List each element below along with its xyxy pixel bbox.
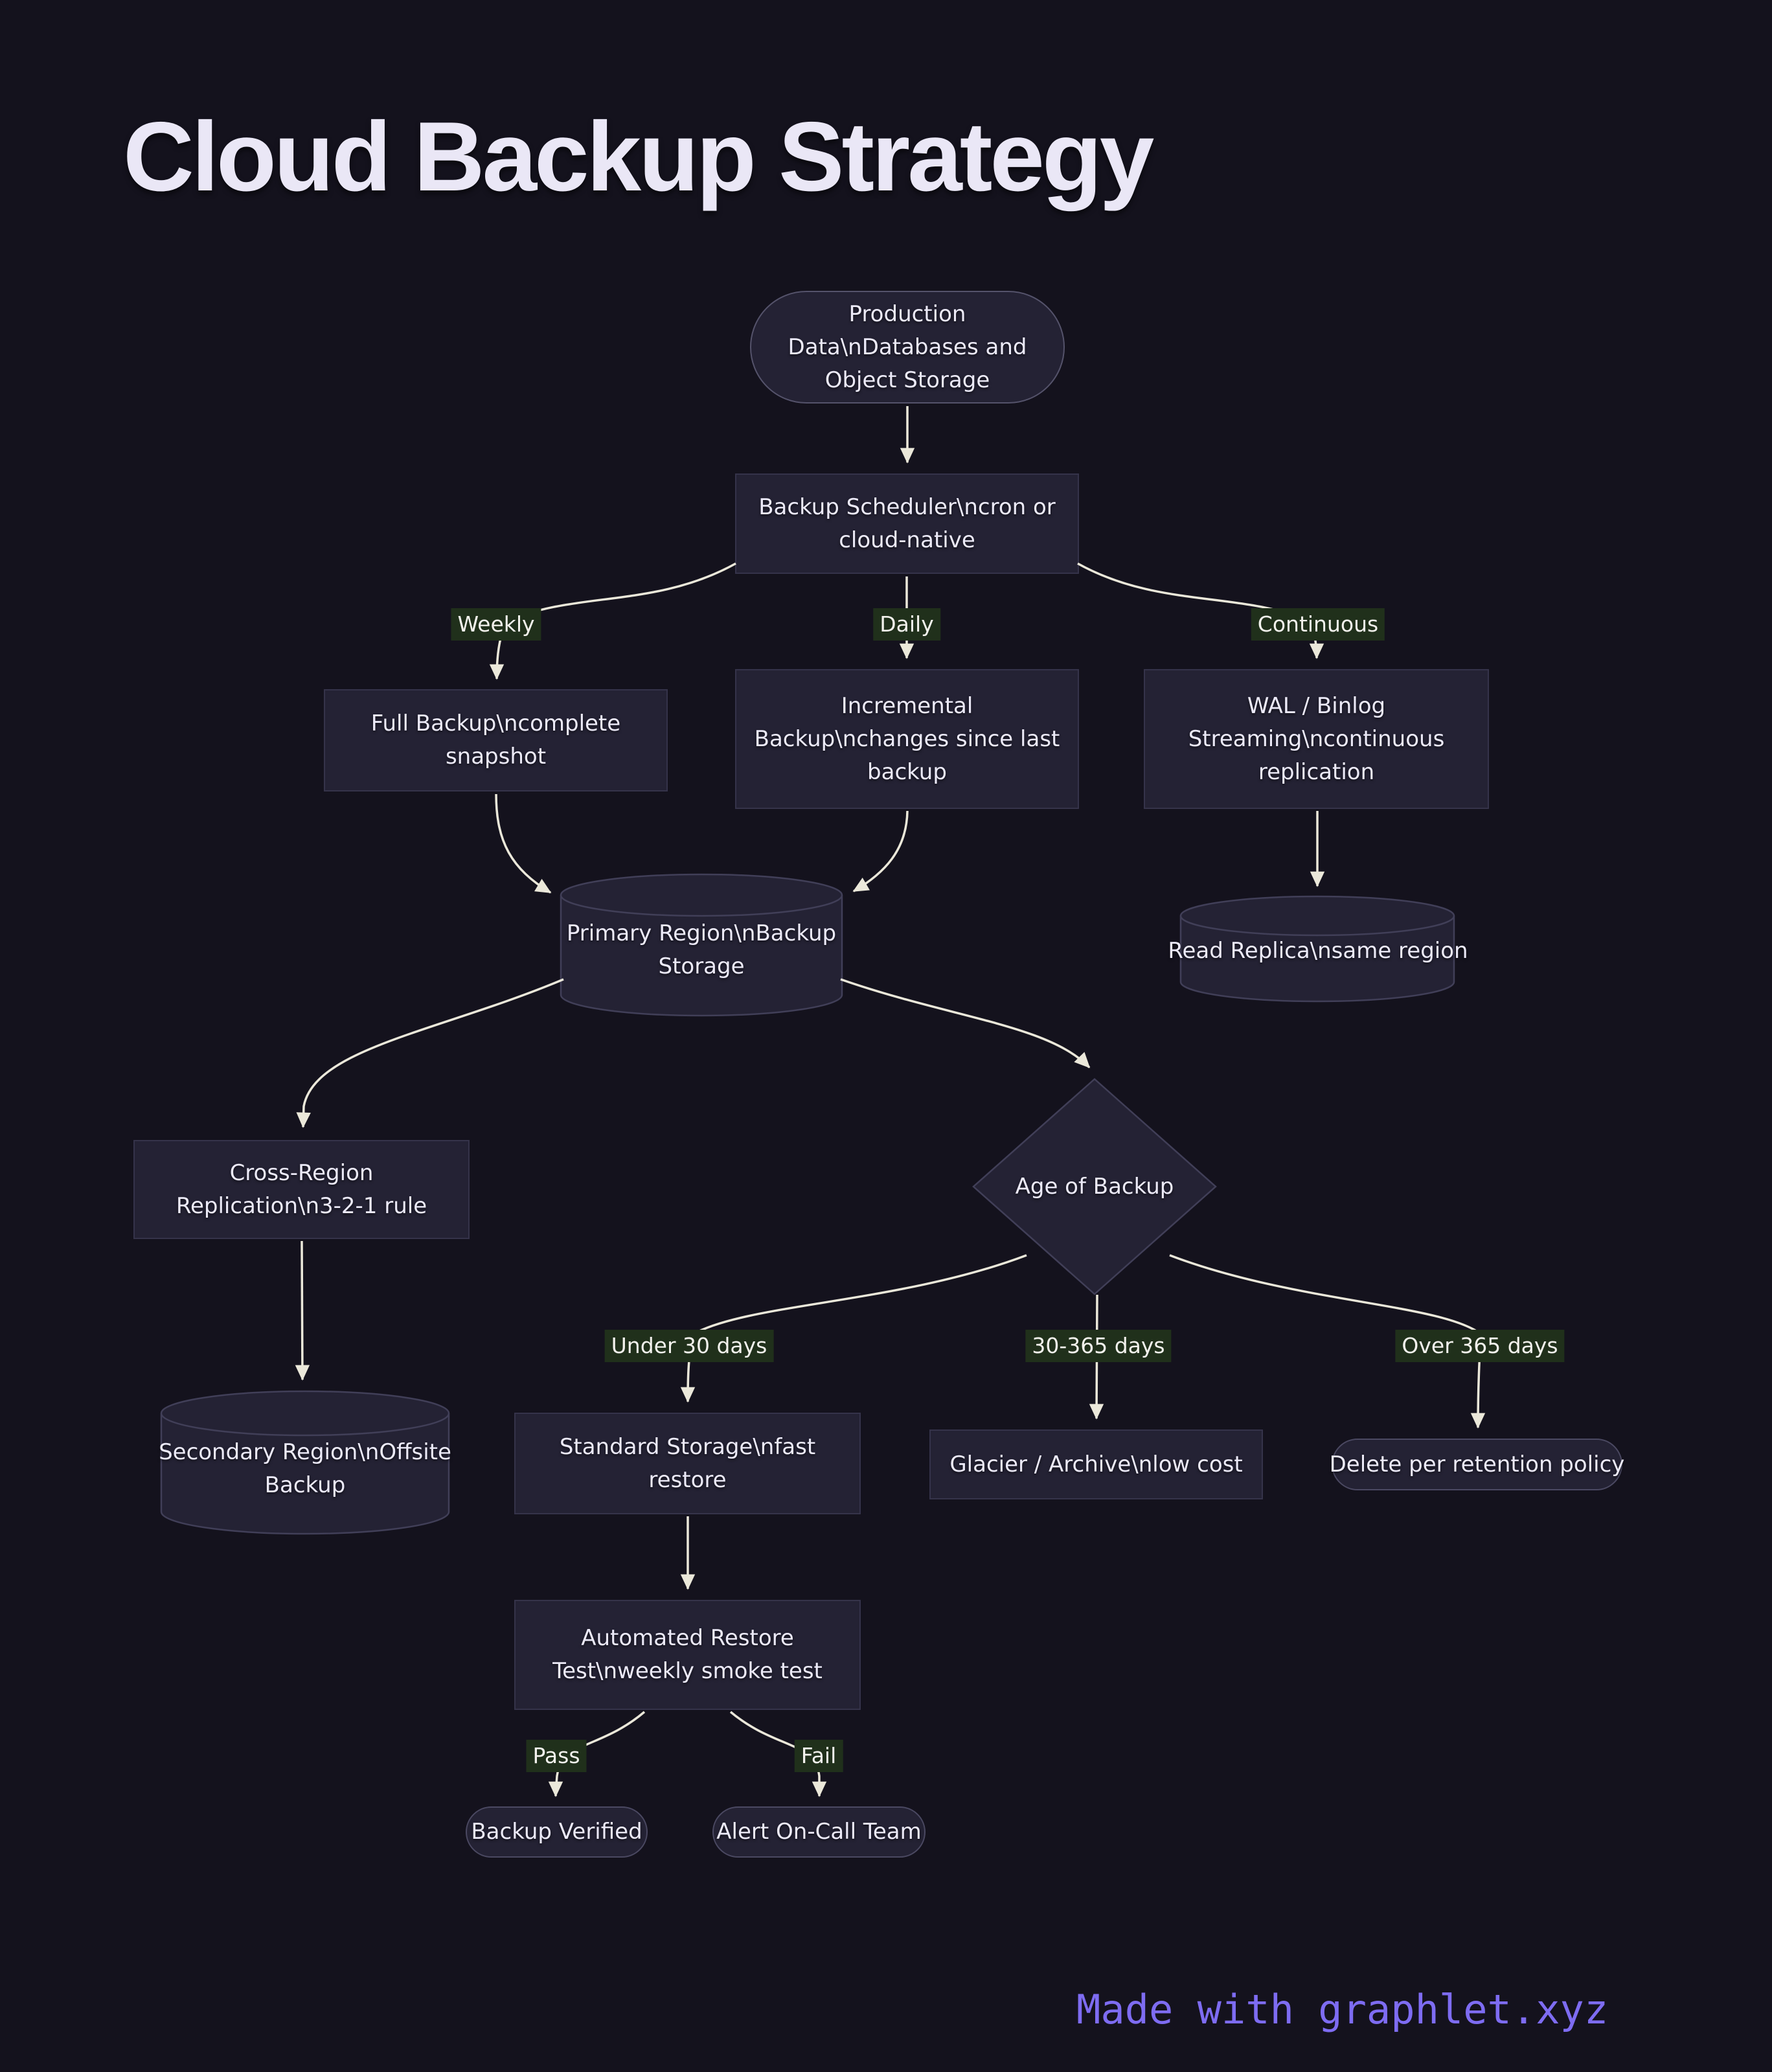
edge-incremental-to-primary: [852, 810, 909, 893]
label-primary-region: Primary Region\nBackup Storage: [566, 920, 837, 979]
edge-label-continuous: Continuous: [1251, 608, 1385, 641]
label-age-of-backup: Age of Backup: [1015, 1173, 1174, 1200]
node-backup-verified: Backup Verified: [466, 1806, 648, 1858]
node-cross-region-replication: Cross-Region Replication\n3-2-1 rule: [133, 1140, 470, 1239]
edge-label-daily: Daily: [873, 608, 940, 641]
made-with-credit: Made with graphlet.xyz: [1076, 1986, 1609, 2033]
edge-label-pass: Pass: [526, 1740, 587, 1772]
label-read-replica: Read Replica\nsame region: [1168, 937, 1468, 964]
node-glacier-archive: Glacier / Archive\nlow cost: [929, 1429, 1263, 1499]
edge-age-to-standard: [680, 1254, 1027, 1403]
edge-label-weekly: Weekly: [451, 608, 541, 641]
node-alert-on-call-team: Alert On-Call Team: [712, 1806, 926, 1858]
node-standard-storage: Standard Storage\nfast restore: [514, 1413, 861, 1514]
label-secondary-region: Secondary Region\nOffsite Backup: [159, 1439, 451, 1498]
node-backup-scheduler: Backup Scheduler\ncron or cloud-native: [735, 473, 1079, 574]
page-title: Cloud Backup Strategy: [123, 102, 1154, 212]
node-wal-binlog-streaming: WAL / Binlog Streaming\ncontinuous repli…: [1144, 669, 1489, 809]
node-delete-per-retention-policy: Delete per retention policy: [1330, 1439, 1624, 1490]
edge-label-30-365-days: 30-365 days: [1025, 1330, 1172, 1362]
edge-label-fail: Fail: [794, 1740, 843, 1772]
edge-label-under-30-days: Under 30 days: [604, 1330, 774, 1362]
node-full-backup: Full Backup\ncomplete snapshot: [324, 689, 668, 791]
edge-primary-to-cross-region: [296, 978, 564, 1128]
node-incremental-backup: Incremental Backup\nchanges since last b…: [735, 669, 1079, 809]
edge-primary-to-age: [840, 978, 1091, 1069]
node-production-data: Production Data\nDatabases and Object St…: [750, 291, 1065, 404]
edge-full-backup-to-primary: [495, 793, 552, 894]
edge-label-over-365-days: Over 365 days: [1395, 1330, 1565, 1362]
node-automated-restore-test: Automated Restore Test\nweekly smoke tes…: [514, 1600, 861, 1710]
